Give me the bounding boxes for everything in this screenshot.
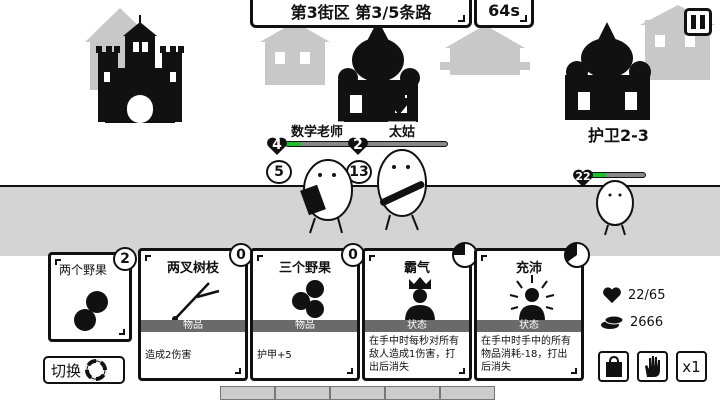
- building-label: 护卫2-3: [588, 126, 649, 145]
- corner-mark: [235, 368, 241, 374]
- card-cost-badge: 0: [341, 243, 365, 267]
- card-timer-icon: [564, 242, 590, 268]
- timer-text: 64s: [488, 1, 520, 20]
- card-slot: [220, 386, 275, 400]
- card-domineering[interactable]: 霸气 状态 在手中时每秒对所有敌人造成1伤害，打出后消失: [362, 242, 478, 381]
- unit-hp: 22: [575, 170, 591, 183]
- heart-icon: [603, 287, 621, 304]
- card-type: 状态: [477, 320, 581, 332]
- corner-mark: [459, 368, 465, 374]
- player-hp-value: 22/65: [628, 287, 666, 303]
- heart-icon: [348, 137, 368, 155]
- corner-mark: [119, 329, 125, 335]
- card-three-wild-fruits[interactable]: 三个野果 物品 护甲+5 0: [250, 243, 365, 381]
- background-city-art: [85, 5, 715, 123]
- card-count-badge: 2: [113, 247, 137, 271]
- player-coins-value: 2666: [630, 314, 664, 330]
- bag-icon: [605, 355, 622, 377]
- card-type: 物品: [253, 320, 357, 332]
- hp-fill: [286, 142, 301, 146]
- corner-mark: [481, 255, 487, 261]
- player-coins: 2666: [600, 314, 663, 330]
- pause-icon: [700, 15, 705, 29]
- card-title: 两叉树枝: [166, 261, 219, 276]
- corner-mark: [55, 259, 61, 265]
- pause-icon: [691, 15, 696, 29]
- card-slot: [440, 386, 495, 400]
- wild-fruit-icon: [74, 291, 108, 331]
- unit-hp: 2: [353, 137, 363, 153]
- card-description: 造成2伤害: [145, 350, 192, 361]
- player-hp: 22/65: [602, 286, 665, 304]
- card-slot: [330, 386, 385, 400]
- stage-text: 第3街区 第3/5条路: [290, 2, 432, 22]
- bag-button[interactable]: [598, 351, 629, 382]
- corner-mark: [369, 255, 375, 261]
- crowned-figure-icon: [405, 277, 435, 321]
- card-forked-branch[interactable]: 两叉树枝 物品 造成2伤害 0: [138, 243, 253, 381]
- coin-stack-icon: [601, 315, 624, 329]
- card-type: 状态: [365, 320, 469, 332]
- heart-icon: [573, 169, 593, 187]
- card-abundant[interactable]: 充沛 状态 在手中时手中的所有物品消耗-18，打出后消失: [474, 242, 590, 381]
- corner-mark: [347, 368, 353, 374]
- switch-label: 切换: [51, 361, 82, 380]
- corner-mark: [520, 15, 527, 22]
- hand-icon: [644, 355, 660, 377]
- corner-mark: [145, 255, 151, 261]
- corner-mark: [571, 368, 577, 374]
- card-slot: [275, 386, 330, 400]
- character-sprites: [300, 149, 634, 236]
- card-title: 霸气: [403, 261, 430, 276]
- radiant-figure-icon: [509, 275, 555, 321]
- hp-fill: [589, 173, 606, 177]
- card-timer-icon: [452, 242, 478, 268]
- unit-name: 数学老师: [290, 121, 345, 140]
- unit-name: 太姑: [388, 121, 417, 140]
- unit-shield: 5: [266, 160, 292, 184]
- card-type: 物品: [141, 320, 245, 332]
- unit-hp: 4: [272, 137, 282, 153]
- speed-button[interactable]: x1: [676, 351, 707, 382]
- card-description: 在手中时手中的所有物品消耗-18，打出后消失: [481, 336, 571, 373]
- card-two-wild-fruits[interactable]: 两个野果 2: [48, 247, 137, 342]
- switch-button[interactable]: 切换: [43, 356, 125, 384]
- hand-button[interactable]: [637, 351, 668, 382]
- card-description: 在手中时每秒对所有敌人造成1伤害，打出后消失: [369, 336, 459, 373]
- card-slot: [385, 386, 440, 400]
- heart-icon: [267, 137, 287, 155]
- pause-button[interactable]: [684, 8, 712, 36]
- wild-fruit-icon: [292, 280, 324, 318]
- card-title: 三个野果: [278, 261, 331, 276]
- lifebuoy-icon: [85, 359, 108, 381]
- stage-indicator: 第3街区 第3/5条路: [250, 0, 472, 28]
- branch-icon: [172, 282, 220, 321]
- card-title: 充沛: [515, 261, 542, 276]
- card-description: 护甲+5: [257, 350, 292, 361]
- card-title: 两个野果: [59, 263, 108, 277]
- corner-mark: [458, 15, 465, 22]
- corner-mark: [257, 255, 263, 261]
- card-slot-bar: [220, 386, 495, 400]
- timer-box: 64s: [474, 0, 534, 28]
